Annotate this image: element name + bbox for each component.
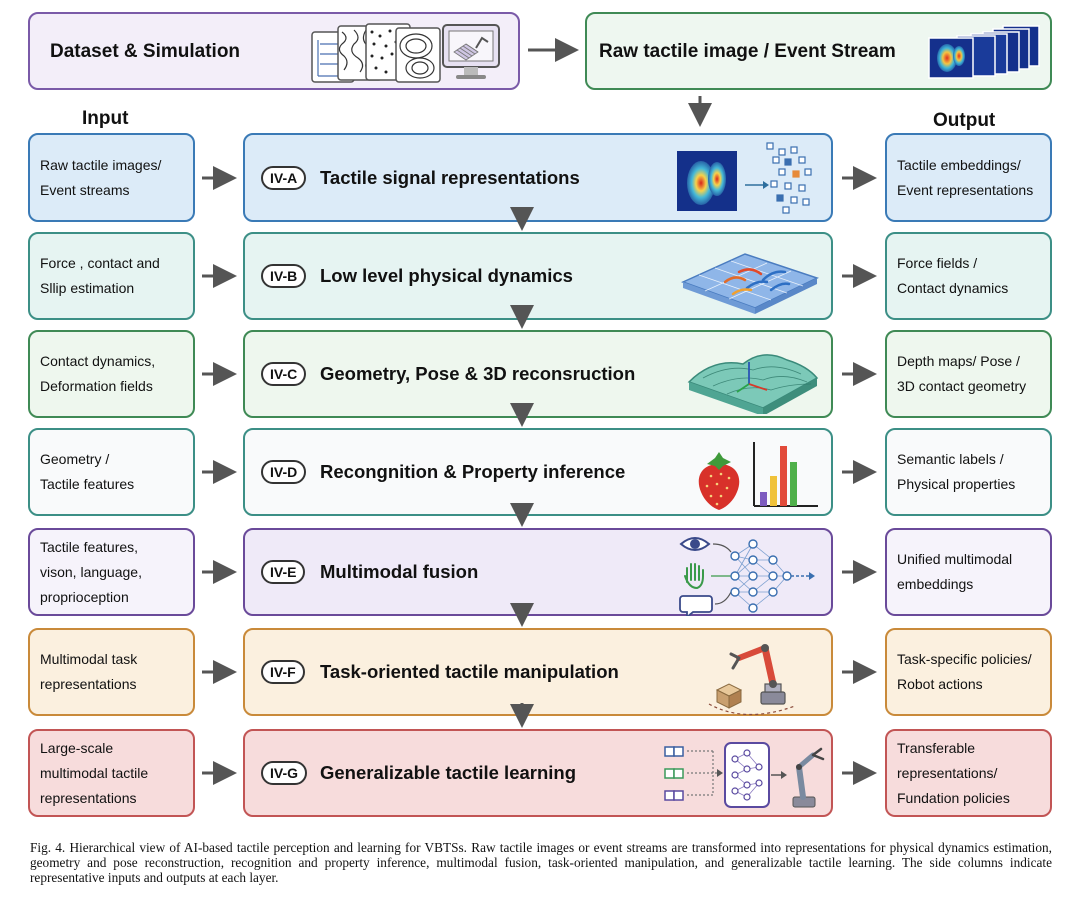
- row-a-output-line: Tactile embeddings/: [897, 156, 1021, 173]
- row-a-center-box: IV-A Tactile signal representations: [243, 133, 833, 222]
- row-f-input-line: Multimodal task: [40, 651, 138, 667]
- row-b-title: Low level physical dynamics: [320, 265, 573, 286]
- row-f-output-line: Robot actions: [897, 676, 983, 692]
- row-d-input-line: Tactile features: [40, 476, 135, 492]
- row-b-output-line: Contact dynamics: [897, 280, 1009, 296]
- row-e-tag: IV-E: [261, 560, 306, 584]
- row-b-tag: IV-B: [261, 264, 307, 288]
- row-g-output-line: representations/: [897, 764, 998, 781]
- row-c-center-box: IV-C Geometry, Pose & 3D reconsruction: [243, 330, 833, 418]
- row-g-tag: IV-G: [261, 761, 308, 785]
- row-c-output-box: Depth maps/ Pose / 3D contact geometry: [885, 330, 1052, 418]
- dataset-simulation-box: Dataset & Simulation: [28, 12, 520, 90]
- row-f-title: Task-oriented tactile manipulation: [320, 661, 619, 682]
- event-stream-frames-icon: [928, 25, 1040, 79]
- row-b-output-box: Force fields / Contact dynamics: [885, 232, 1052, 320]
- bar-chart-icon: [753, 442, 818, 507]
- row-d-output-box: Semantic labels / Physical properties: [885, 428, 1052, 516]
- 3d-surface-pose-icon: [687, 354, 819, 414]
- row-e-input-line: vison, language,: [40, 563, 142, 580]
- row-f-output-line: Task-specific policies/: [897, 651, 1032, 667]
- row-g-input-line: representations: [40, 789, 137, 806]
- row-f-output-box: Task-specific policies/ Robot actions: [885, 628, 1052, 716]
- row-a-title: Tactile signal representations: [320, 166, 580, 188]
- row-e-center-box: IV-E Multimodal fusion: [243, 528, 833, 616]
- row-c-title: Geometry, Pose & 3D reconsruction: [320, 363, 636, 384]
- data-sheets-icon: [311, 23, 441, 83]
- row-a-output-line: Event representations: [897, 181, 1034, 198]
- raw-tactile-stream-title: Raw tactile image / Event Stream: [599, 41, 896, 62]
- row-c-output-line: 3D contact geometry: [897, 378, 1027, 394]
- input-column-header: Input: [82, 108, 129, 129]
- row-c-tag: IV-C: [261, 362, 307, 386]
- row-a-input-box: Raw tactile images/ Event streams: [28, 133, 195, 222]
- row-b-input-box: Force , contact and Sllip estimation: [28, 232, 195, 320]
- force-field-plate-icon: [681, 253, 819, 314]
- row-e-input-line: Tactile features,: [40, 538, 139, 555]
- row-b-input-line: Sllip estimation: [40, 280, 135, 296]
- row-a-output-box: Tactile embeddings/ Event representation…: [885, 133, 1052, 222]
- row-a-input-line: Raw tactile images/: [40, 156, 162, 173]
- row-b-center-box: IV-B Low level physical dynamics: [243, 232, 833, 320]
- row-g-input-line: multimodal tactile: [40, 764, 149, 781]
- row-g-center-box: IV-G Generalizable tactile learning: [243, 729, 833, 817]
- raw-tactile-stream-box: Raw tactile image / Event Stream: [585, 12, 1052, 90]
- row-c-input-line: Contact dynamics,: [40, 353, 156, 369]
- row-g-title: Generalizable tactile learning: [320, 762, 577, 783]
- simulation-monitor-icon: [442, 24, 500, 79]
- row-a-tag: IV-A: [261, 165, 307, 190]
- row-d-title: Recongnition & Property inference: [320, 461, 626, 482]
- row-g-input-box: Large-scale multimodal tactile represent…: [28, 729, 195, 817]
- robot-arm-cube-icon: [708, 644, 796, 716]
- network-to-robot-arm-icon: [664, 742, 825, 808]
- row-f-tag: IV-F: [261, 660, 305, 684]
- row-e-output-line: Unified multimodal: [897, 551, 1013, 567]
- row-c-input-box: Contact dynamics, Deformation fields: [28, 330, 195, 418]
- figure-caption: Fig. 4. Hierarchical view of AI-based ta…: [30, 840, 1052, 885]
- row-e-input-box: Tactile features, vison, language, propr…: [28, 528, 195, 616]
- heatmap-to-embedding-icon: [677, 142, 812, 214]
- row-e-output-box: Unified multimodal embeddings: [885, 528, 1052, 616]
- row-d-output-line: Semantic labels /: [897, 451, 1004, 467]
- row-f-input-box: Multimodal task representations: [28, 628, 195, 716]
- row-g-output-line: Fundation policies: [897, 789, 1010, 806]
- row-g-output-box: Transferable representations/ Fundation …: [885, 729, 1052, 817]
- row-g-input-line: Large-scale: [40, 739, 114, 756]
- row-d-tag: IV-D: [261, 460, 307, 484]
- row-f-input-line: representations: [40, 676, 137, 692]
- strawberry-icon: [698, 452, 740, 510]
- dataset-simulation-title: Dataset & Simulation: [50, 41, 241, 62]
- output-column-header: Output: [933, 110, 996, 131]
- row-e-input-line: proprioception: [40, 588, 129, 605]
- row-d-input-line: Geometry /: [40, 451, 110, 467]
- row-e-output-line: embeddings: [897, 576, 974, 592]
- row-g-output-line: Transferable: [897, 739, 976, 756]
- row-c-output-line: Depth maps/ Pose /: [897, 353, 1020, 369]
- row-b-output-line: Force fields /: [897, 255, 978, 271]
- row-f-center-box: IV-F Task-oriented tactile manipulation: [243, 628, 833, 716]
- row-b-input-line: Force , contact and: [40, 255, 160, 271]
- row-c-input-line: Deformation fields: [40, 378, 153, 394]
- row-d-output-line: Physical properties: [897, 476, 1016, 492]
- row-e-title: Multimodal fusion: [320, 561, 479, 582]
- row-d-center-box: IV-D Recongnition & Property inference: [243, 428, 833, 516]
- row-d-input-box: Geometry / Tactile features: [28, 428, 195, 516]
- eye-hand-speech-network-icon: [679, 537, 815, 616]
- row-a-input-line: Event streams: [40, 181, 130, 198]
